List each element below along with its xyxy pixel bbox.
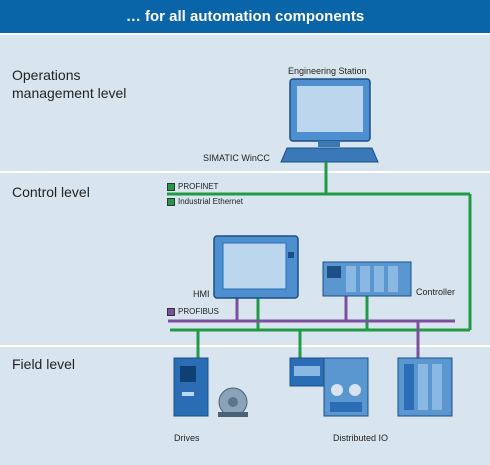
profibus-lines — [168, 296, 455, 358]
drive-icon — [173, 357, 209, 417]
distributed-io-label: Distributed IO — [333, 433, 389, 443]
ethernet-swatch — [167, 197, 175, 206]
legend-profibus: PROFIBUS — [167, 307, 219, 316]
legend-industrial-ethernet: Industrial Ethernet — [167, 197, 243, 206]
diagram-header: … for all automation components — [0, 0, 490, 33]
profibus-swatch — [167, 307, 175, 316]
operations-label-line1: Operations — [12, 67, 81, 83]
header-title: … for all automation components — [125, 8, 365, 25]
distributed-io-icon-3 — [397, 357, 453, 417]
profinet-swatch — [167, 182, 175, 191]
control-level-label: Control level — [12, 184, 90, 200]
drives-label: Drives — [174, 433, 200, 443]
operations-band — [0, 35, 490, 171]
operations-label-line2: management level — [12, 85, 127, 101]
hmi-label: HMI — [193, 289, 210, 299]
legend-profinet: PROFINET — [167, 182, 218, 191]
industrial-ethernet-lines — [167, 162, 472, 358]
controller-icon — [322, 261, 412, 297]
distributed-io-icon-2 — [323, 357, 369, 417]
controller-label: Controller — [416, 287, 456, 297]
profibus-legend-label: PROFIBUS — [178, 307, 219, 316]
engineering-station-icon — [280, 78, 379, 163]
wincc-label: SIMATIC WinCC — [203, 153, 270, 163]
operations-level-label: Operations management level — [12, 66, 126, 102]
engineering-station-label: Engineering Station — [288, 66, 367, 76]
field-level-label: Field level — [12, 356, 76, 372]
hmi-panel-icon — [213, 235, 299, 299]
profinet-legend-label: PROFINET — [178, 182, 219, 191]
motor-icon — [218, 387, 248, 417]
ethernet-legend-label: Industrial Ethernet — [178, 197, 243, 206]
distributed-io-icon-1 — [289, 357, 325, 387]
